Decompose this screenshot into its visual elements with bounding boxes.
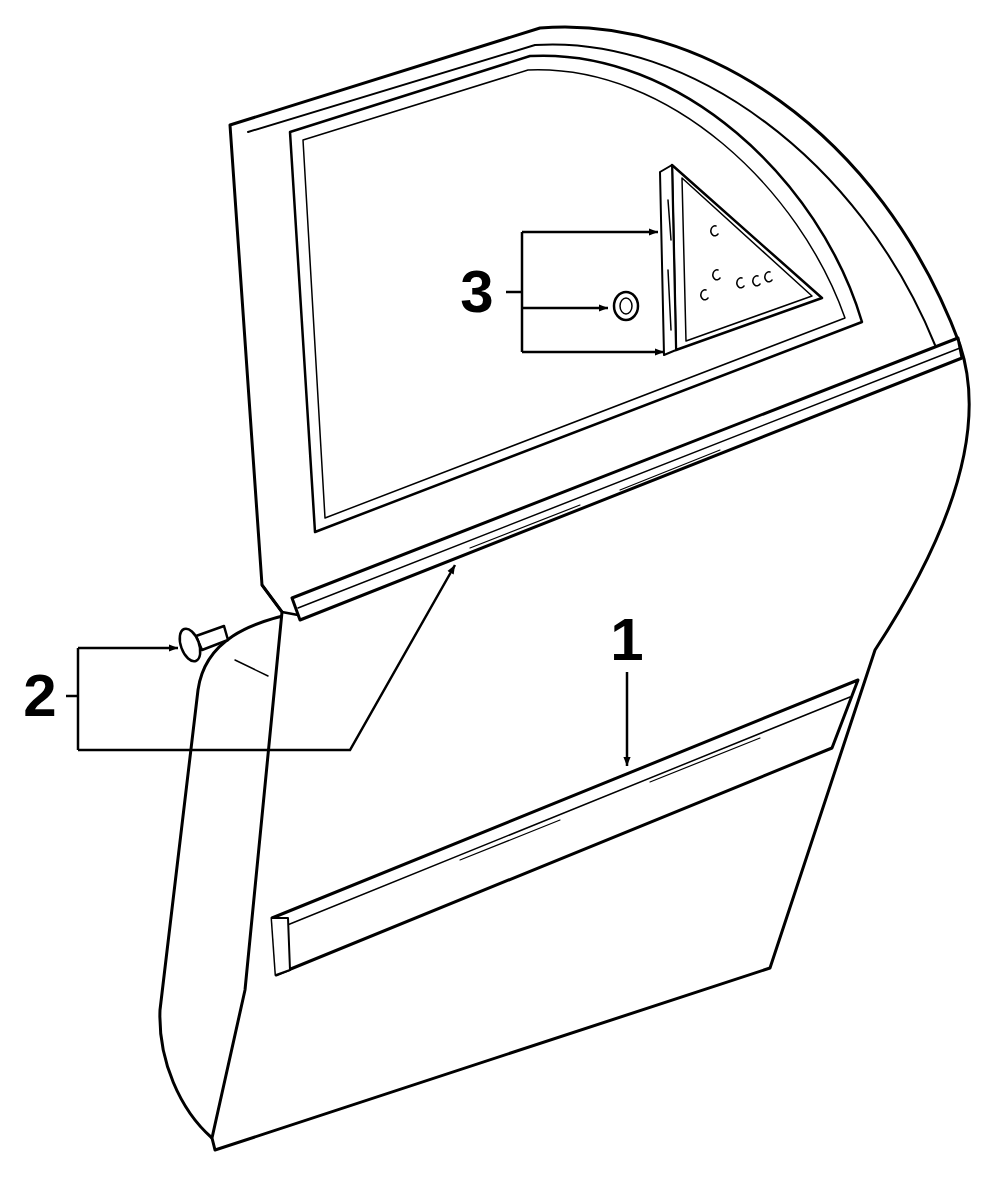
callout-number: 3 bbox=[460, 262, 493, 322]
clip bbox=[176, 626, 228, 664]
belt-molding bbox=[292, 338, 962, 620]
door-glass bbox=[290, 56, 862, 532]
side-molding bbox=[272, 680, 858, 975]
grommet bbox=[614, 292, 638, 320]
door-shell bbox=[212, 27, 969, 1150]
callout-number: 2 bbox=[23, 666, 56, 726]
leader-lines bbox=[66, 232, 664, 766]
quarter-glass bbox=[672, 165, 822, 350]
glass-run bbox=[303, 70, 845, 518]
callout-number: 1 bbox=[610, 610, 643, 670]
